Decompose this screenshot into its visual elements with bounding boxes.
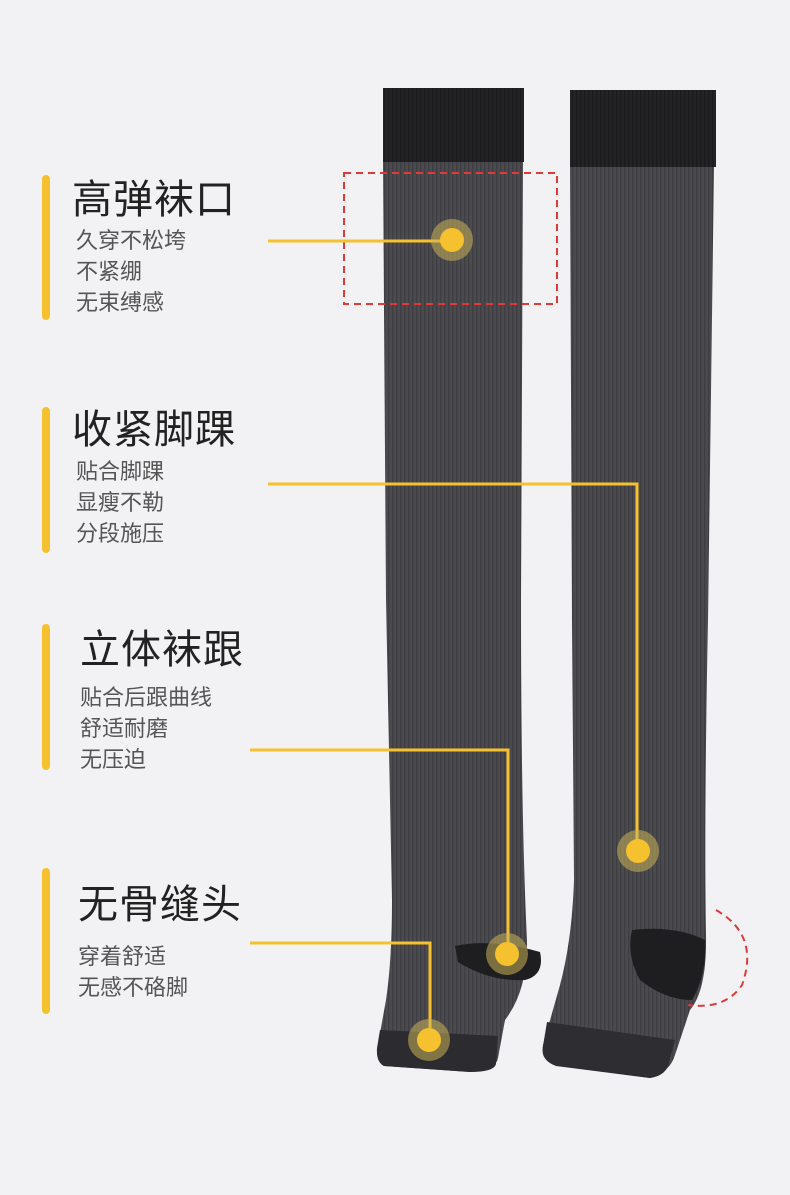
feature-title: 收紧脚踝 [72,407,236,453]
leader-line-heel [250,748,510,953]
left-stocking [376,88,541,1072]
cuff-highlight-box [343,172,558,305]
marker-toe [408,1019,450,1061]
left-stocking-cuff [383,88,524,162]
right-stocking-toe-band [542,1022,675,1078]
feature-description: 穿着舒适 无感不硌脚 [78,942,188,1004]
feature-accent-bar [42,407,50,553]
feature-accent-bar [42,175,50,320]
feature-line: 贴合后跟曲线 [80,686,213,711]
feature-accent-bar [42,624,50,770]
feature-description: 久穿不松垮 不紧绷 无束缚感 [76,226,186,319]
feature-line: 分段施压 [76,522,165,547]
feature-accent-bar [42,868,50,1014]
right-stocking-heel [630,928,706,1000]
feature-description: 贴合后跟曲线 舒适耐磨 无压迫 [80,683,212,776]
feature-line: 穿着舒适 [78,945,167,970]
feature-line: 不紧绷 [76,260,143,285]
heel-highlight-arc [687,909,749,1007]
leader-line-ankle [268,482,639,850]
marker-heel [486,933,528,975]
feature-line: 舒适耐磨 [80,717,169,742]
feature-title: 无骨缝头 [78,882,242,928]
feature-line: 久穿不松垮 [76,229,187,254]
feature-title: 立体袜跟 [80,627,244,673]
feature-line: 贴合脚踝 [76,460,165,485]
feature-description: 贴合脚踝 显瘦不勒 分段施压 [76,457,164,550]
right-stocking-cuff [570,90,716,167]
feature-line: 显瘦不勒 [76,491,165,516]
feature-line: 无束缚感 [76,291,165,316]
marker-cuff [431,219,473,261]
marker-ankle [617,830,659,872]
right-stocking [542,90,716,1078]
feature-title: 高弹袜口 [72,177,236,223]
feature-line: 无感不硌脚 [78,976,189,1001]
feature-line: 无压迫 [80,748,147,773]
leader-line-toe [250,941,432,1040]
